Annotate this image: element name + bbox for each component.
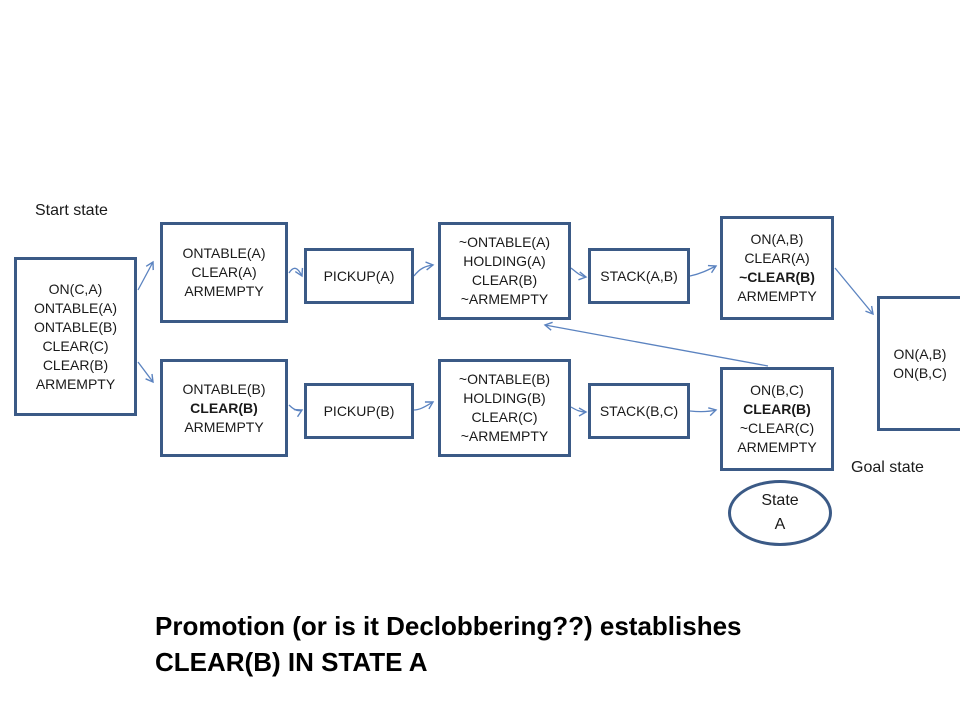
state-a-line: State [761,492,799,509]
goal-line: ON(A,B) [893,345,947,362]
pickup-b-box: PICKUP(B) [304,383,414,439]
eff-pickup-b-line: ~ARMEMPTY [460,428,549,444]
goal-state-label: Goal state [851,459,924,476]
caption: Promotion (or is it Declobbering??) esta… [155,608,742,680]
caption-line: Promotion (or is it Declobbering??) esta… [155,611,742,641]
arrow-pre-b-to-pickup-b [288,404,304,418]
arrow-stack-bc-to-eff-bc [689,407,718,417]
eff-pickup-a-line: CLEAR(B) [471,272,538,288]
start-line: ON(C,A) [48,280,103,297]
pre-b-line: ONTABLE(B) [182,380,266,397]
arrow-eff-ab-to-goal [834,267,874,316]
goal-line: ON(B,C) [893,364,947,381]
eff-pickup-a-line: ~ARMEMPTY [460,291,549,307]
pickup-a-box: PICKUP(A) [304,248,414,304]
pre-a-line: ARMEMPTY [184,283,264,299]
start-line: ONTABLE(B) [34,318,117,335]
eff-stack-bc-line: ON(B,C) [750,382,804,398]
pre-a-line: ONTABLE(A) [182,245,266,261]
eff-pickup-a-line: ~ONTABLE(A) [458,234,551,250]
eff-stack-ab-line: CLEAR(A) [744,250,810,266]
pre-b-line: ARMEMPTY [184,418,264,435]
eff-pickup-b-line: ~ONTABLE(B) [458,371,551,387]
eff-pickup-b-line: CLEAR(C) [471,409,538,425]
arrow-eff-b-to-stack-bc [570,406,588,417]
arrow-eff-a-to-stack-ab [570,267,588,281]
pickup-b-label: PICKUP(B) [323,402,395,419]
pre-b-line: CLEAR(B) [190,399,258,416]
arrow-pickup-b-to-eff-b [413,401,435,411]
start-line: ARMEMPTY [35,375,116,392]
stack-ab-effects-box: ON(A,B) CLEAR(A) ~CLEAR(B) ARMEMPTY [720,216,834,320]
eff-stack-ab-line: ARMEMPTY [737,288,817,304]
start-line: CLEAR(B) [42,356,109,373]
start-line: ONTABLE(A) [34,299,117,316]
stack-ab-label: STACK(A,B) [600,267,678,284]
start-state-box: ON(C,A) ONTABLE(A) ONTABLE(B) CLEAR(C) C… [14,257,137,416]
state-a-ellipse: State A [728,480,832,546]
pickup-a-effects-box: ~ONTABLE(A) HOLDING(A) CLEAR(B) ~ARMEMPT… [438,222,571,320]
goal-state-box: ON(A,B) ON(B,C) [877,296,960,431]
eff-pickup-a-line: HOLDING(A) [463,253,546,269]
arrow-pickup-a-to-eff-a [413,261,435,277]
caption-line: CLEAR(B) IN STATE A [155,647,428,677]
eff-stack-bc-line: CLEAR(B) [743,401,811,417]
arrow-pre-a-to-pickup-a [288,267,304,278]
start-line: CLEAR(C) [42,337,109,354]
arrow-start-to-pre-a [137,260,154,291]
arrow-stack-ab-to-eff-ab [689,264,718,277]
eff-pickup-b-line: HOLDING(B) [463,390,546,406]
pickup-b-effects-box: ~ONTABLE(B) HOLDING(B) CLEAR(C) ~ARMEMPT… [438,359,571,457]
pickup-a-label: PICKUP(A) [323,267,395,284]
pre-a-line: CLEAR(A) [191,264,257,280]
eff-stack-ab-line: ON(A,B) [750,231,804,247]
eff-stack-bc-line: ~CLEAR(C) [739,420,815,436]
preconditions-a-box: ONTABLE(A) CLEAR(A) ARMEMPTY [160,222,288,323]
arrow-start-to-pre-b [137,361,154,384]
stack-bc-box: STACK(B,C) [588,383,690,439]
stack-ab-box: STACK(A,B) [588,248,690,304]
stack-bc-label: STACK(B,C) [599,402,679,419]
eff-stack-ab-line: ~CLEAR(B) [739,269,815,285]
state-a-line: A [774,516,786,533]
eff-stack-bc-line: ARMEMPTY [737,439,817,455]
start-state-label: Start state [35,202,108,219]
preconditions-b-box: ONTABLE(B) CLEAR(B) ARMEMPTY [160,359,288,457]
arrow-promotion-state-a-to-eff-pickup-a [543,321,769,367]
stack-bc-effects-box: ON(B,C) CLEAR(B) ~CLEAR(C) ARMEMPTY [720,367,834,471]
